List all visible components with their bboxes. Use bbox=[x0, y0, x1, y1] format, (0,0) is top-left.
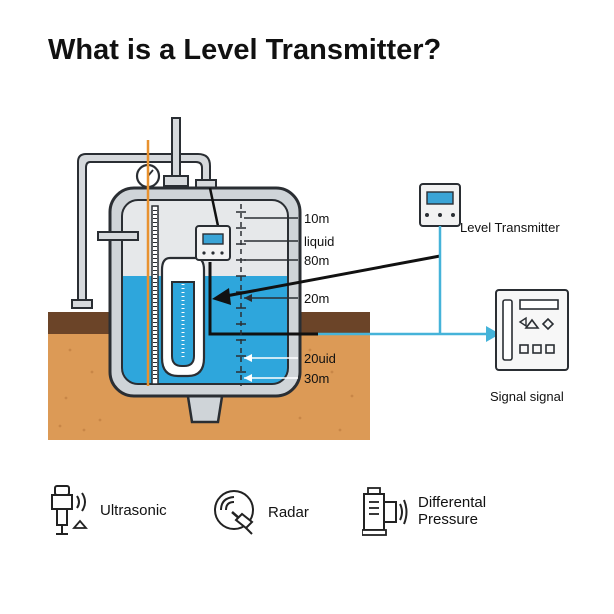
receiver-label: Signal signal bbox=[490, 389, 564, 404]
transmitter-to-tank-line bbox=[225, 254, 441, 298]
measurement-cable bbox=[208, 262, 318, 336]
level-label-pointers bbox=[244, 217, 298, 379]
level-label: 20m bbox=[304, 291, 329, 306]
tank-inner-wall bbox=[121, 199, 289, 385]
tank-display-icon bbox=[195, 225, 231, 261]
differential-pressure-icon bbox=[362, 487, 408, 536]
level-label: liquid bbox=[304, 234, 334, 249]
radar-icon bbox=[214, 490, 254, 535]
legend-item-radar: Radar bbox=[212, 488, 309, 536]
side-nozzle bbox=[97, 231, 139, 241]
inlet-pipe bbox=[71, 117, 217, 309]
transmitter-arrowhead bbox=[212, 288, 231, 305]
level-label: 80m bbox=[304, 253, 329, 268]
page-title: What is a Level Transmitter? bbox=[48, 34, 442, 66]
legend-item-ultrasonic: Ultrasonic bbox=[50, 484, 167, 536]
legend-item-differential-pressure: Differental Pressure bbox=[362, 486, 518, 536]
transmitter-label: Level Transmitter bbox=[460, 220, 560, 235]
legend-label: Differental Pressure bbox=[418, 494, 487, 528]
ultrasonic-sensor-icon bbox=[51, 485, 88, 535]
legend-label: Ultrasonic bbox=[100, 501, 167, 519]
level-label: 20uid bbox=[304, 351, 336, 366]
level-transmitter-icon bbox=[419, 183, 461, 227]
display-cable bbox=[208, 187, 220, 227]
signal-arrowhead bbox=[486, 326, 500, 342]
level-arrowheads bbox=[244, 294, 252, 382]
level-label: 30m bbox=[304, 371, 329, 386]
legend-label: Radar bbox=[268, 503, 309, 521]
level-label: 10m bbox=[304, 211, 329, 226]
controller-panel-icon bbox=[495, 289, 569, 371]
